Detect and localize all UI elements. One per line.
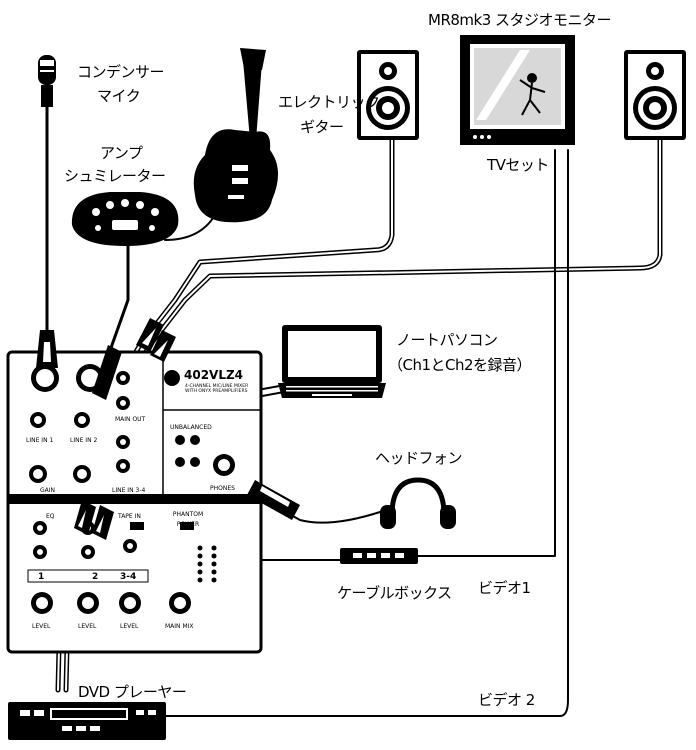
notebook	[278, 325, 386, 398]
condenser-mic-label-1: コンデンサー	[77, 63, 165, 81]
left-speaker	[357, 50, 419, 140]
amp-sim-label-2: シュミレーター	[64, 167, 166, 185]
mixer-subtitle-1: 4-CHANNEL MIC/LINE MIXER	[185, 384, 249, 389]
headphone-cable	[209, 469, 381, 524]
dvd-player	[8, 702, 166, 740]
mixer-402vlz4	[6, 350, 263, 654]
speaker-plugs	[136, 318, 176, 362]
main-mix-label: MAIN MIX	[165, 623, 194, 630]
level-label-2: LEVEL	[78, 623, 97, 630]
eq-label: EQ	[46, 513, 55, 520]
electric-guitar	[193, 48, 279, 223]
tape-in-label: TAPE IN	[118, 513, 141, 520]
headphone-plug	[247, 480, 300, 520]
headphones	[380, 477, 456, 529]
video2-label: ビデオ 2	[478, 691, 535, 709]
mixer-subtitle-2: WITH ONYX PREAMPLIFIERS	[185, 389, 248, 394]
phones-label: PHONES	[210, 485, 235, 492]
amp-sim-label-1: アンプ	[100, 144, 143, 162]
cable-box-label: ケーブルボックス	[337, 584, 452, 602]
unbalanced-label: UNBALANCED	[170, 424, 212, 431]
line-in-2-label: LINE IN 2	[70, 437, 98, 444]
ch34-label: 3-4	[120, 572, 137, 582]
cable-box	[340, 548, 418, 564]
line-in-1-label: LINE IN 1	[26, 437, 54, 444]
right-speaker	[624, 50, 686, 140]
ch1-label: 1	[38, 572, 45, 582]
dvd-tv-cable	[164, 149, 569, 717]
amp-plug	[92, 345, 122, 400]
line-in-34-label: LINE IN 3-4	[112, 487, 146, 494]
condenser-mic-label-2: マイク	[97, 87, 141, 105]
guitar-label-2: ギター	[300, 118, 344, 136]
level-label-1: LEVEL	[32, 623, 51, 630]
tv-set	[460, 35, 575, 145]
dvd-player-label: DVD プレーヤー	[78, 683, 187, 701]
headphones-label: ヘッドフォン	[375, 449, 463, 467]
phantom-power-label: PHANTOM POWER	[172, 511, 204, 528]
connector-plugs	[36, 318, 300, 540]
notebook-label-1: ノートパソコン	[396, 331, 498, 349]
condenser-mic	[38, 55, 56, 107]
lower-plugs	[74, 500, 114, 540]
mixer-model: 402VLZ4	[184, 368, 244, 382]
gain-label: GAIN	[40, 487, 56, 494]
monitor-title: MR8mk3 スタジオモニター	[428, 11, 612, 29]
level-label-3: LEVEL	[120, 623, 139, 630]
video1-label: ビデオ1	[478, 579, 531, 597]
amp-simulator	[71, 192, 179, 246]
notebook-label-2: （Ch1とCh2を録音）	[388, 356, 532, 374]
guitar-label-1: エレクトリック	[278, 93, 380, 111]
main-out-label: MAIN OUT	[115, 416, 146, 423]
ch2-label: 2	[92, 572, 99, 582]
cablebox-tv-cable	[417, 149, 556, 557]
tv-set-label: TVセット	[487, 156, 549, 174]
